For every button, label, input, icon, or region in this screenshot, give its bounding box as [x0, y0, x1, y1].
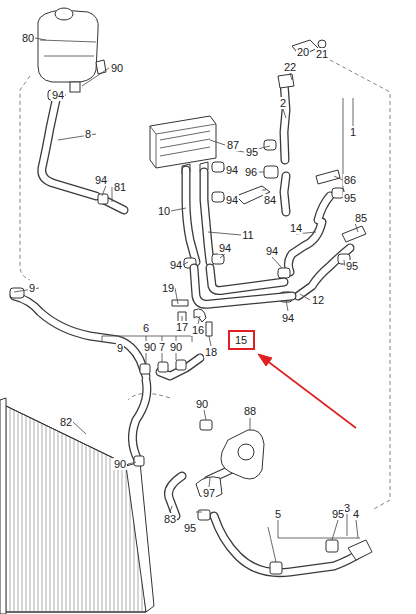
callout-number: 15	[230, 334, 253, 346]
callout-number: 94	[94, 174, 108, 186]
callout-number: 11	[241, 229, 254, 241]
callout-number: 94	[51, 89, 65, 101]
callout-number: 14	[289, 222, 303, 234]
callout-number: 84	[263, 194, 277, 206]
callout-number: 87	[226, 139, 240, 151]
callout-number: 96	[244, 166, 258, 178]
callout-number: 1	[349, 126, 357, 138]
callout-number: 82	[59, 416, 73, 428]
callout-number: 90	[110, 62, 124, 74]
callout-number: 88	[243, 405, 257, 417]
callout-number: 9	[28, 282, 36, 294]
callout-number: 97	[202, 487, 216, 499]
highlight-box: 15	[228, 330, 255, 350]
callout-number: 90	[169, 341, 183, 353]
callout-number: 12	[311, 294, 325, 306]
callout-number: 95	[345, 260, 359, 272]
callout-number: 94	[218, 242, 232, 254]
callout-number: 95	[331, 508, 345, 520]
callout-number: 9	[116, 342, 124, 354]
callout-number: 22	[283, 61, 297, 73]
callout-number: 95	[245, 146, 259, 158]
callout-number: 90	[143, 341, 157, 353]
callout-number: 81	[113, 181, 127, 193]
callout-number: 20	[296, 46, 310, 58]
callout-number: 16	[191, 324, 205, 336]
callout-number: 85	[354, 212, 368, 224]
callout-number: 94	[265, 245, 279, 257]
callout-number: 8	[84, 128, 92, 140]
callout-number: 90	[113, 458, 127, 470]
callout-number: 90	[195, 398, 209, 410]
callout-number: 21	[315, 48, 329, 60]
callout-number: 7	[158, 341, 166, 353]
callout-number: 80	[21, 32, 35, 44]
callout-number: 94	[225, 194, 239, 206]
callout-number: 18	[204, 346, 218, 358]
callout-number: 6	[142, 322, 150, 334]
callout-number: 95	[343, 192, 357, 204]
callout-number: 17	[175, 321, 189, 333]
callout-number: 2	[279, 97, 287, 109]
callout-number: 94	[169, 259, 183, 271]
callout-number: 10	[157, 205, 171, 217]
callout-number: 83	[163, 513, 177, 525]
callout-number: 95	[183, 522, 197, 534]
callout-number: 94	[225, 164, 239, 176]
callout-number: 5	[274, 508, 282, 520]
callout-number: 4	[352, 508, 360, 520]
callout-number: 94	[281, 312, 295, 324]
callout-number: 86	[343, 174, 357, 186]
callout-number: 19	[161, 282, 175, 294]
